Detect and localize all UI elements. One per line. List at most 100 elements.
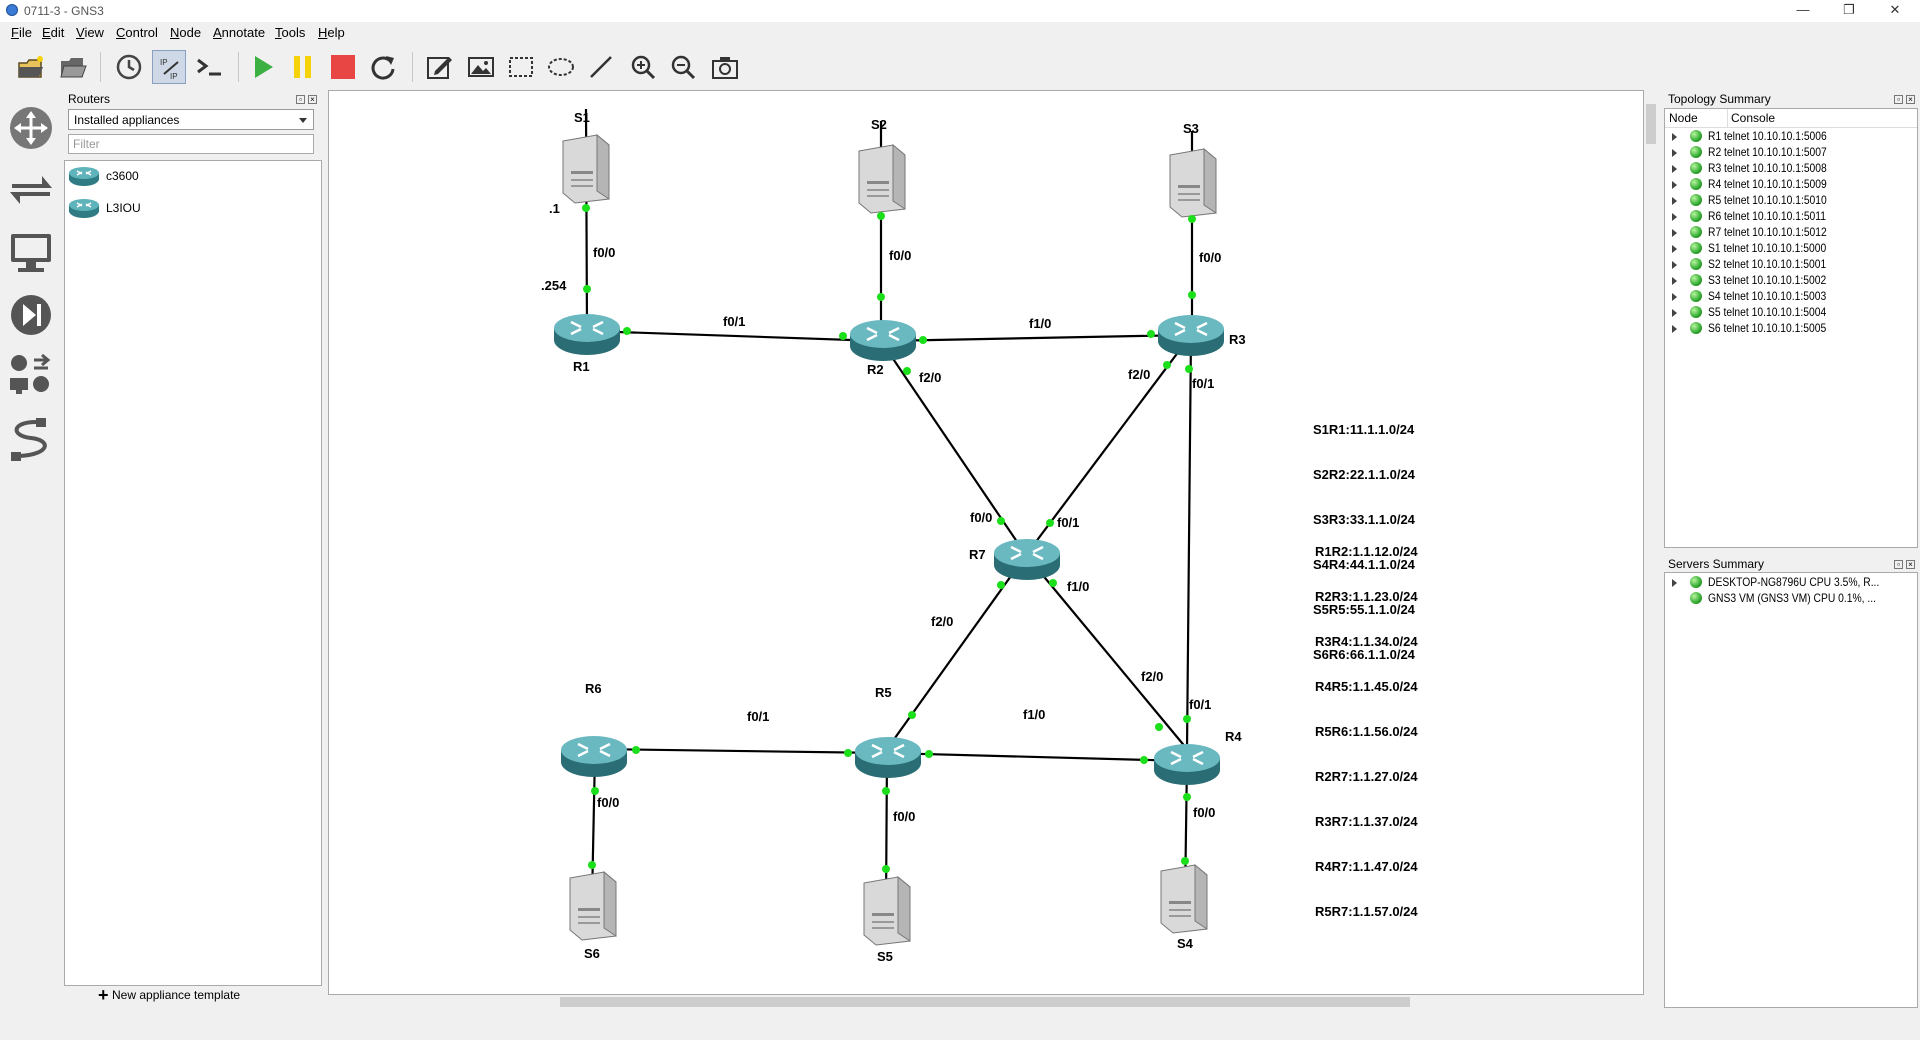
link-label-r6r5: f0/1 (747, 709, 770, 724)
console-all-icon[interactable] (192, 50, 226, 84)
tree-row-s1[interactable]: S1 telnet 10.10.10.1:5000 (1666, 240, 1912, 256)
menu-edit[interactable]: Edit (42, 25, 65, 40)
node-r5[interactable]: R5 (875, 685, 892, 700)
expand-arrow-icon[interactable] (1672, 325, 1677, 333)
status-started-icon (1690, 226, 1702, 238)
link-label-r5r4: f1/0 (1023, 707, 1046, 722)
note-server-subnets[interactable]: S1R1:11.1.1.0/24 S2R2:22.1.1.0/24 S3R3:3… (1313, 392, 1415, 692)
note-router-subnets[interactable]: R1R2:1.1.12.0/24 R2R3:1.1.23.0/24 R3R4:1… (1315, 514, 1418, 949)
scroll-thumb[interactable] (560, 997, 1410, 1007)
server-row-local[interactable]: DESKTOP-NG8796U CPU 3.5%, R... (1666, 574, 1912, 590)
screenshot-icon[interactable] (708, 50, 742, 84)
minimize-button[interactable]: — (1796, 2, 1810, 17)
expand-arrow-icon[interactable] (1672, 261, 1677, 269)
add-note-icon[interactable] (422, 50, 456, 84)
tree-row-r6[interactable]: R6 telnet 10.10.10.1:5011 (1666, 208, 1912, 224)
tree-row-r4[interactable]: R4 telnet 10.10.10.1:5009 (1666, 176, 1912, 192)
tree-row-s2[interactable]: S2 telnet 10.10.10.1:5001 (1666, 256, 1912, 272)
node-s4[interactable]: S4 (1177, 936, 1193, 951)
expand-arrow-icon[interactable] (1672, 229, 1677, 237)
node-s6[interactable]: S6 (584, 946, 600, 961)
zoom-out-icon[interactable] (666, 50, 700, 84)
appliance-item-c3600[interactable]: c3600 (68, 164, 308, 188)
reload-all-icon[interactable] (366, 50, 400, 84)
tree-row-s6[interactable]: S6 telnet 10.10.10.1:5005 (1666, 320, 1912, 336)
node-r6[interactable]: R6 (585, 681, 602, 696)
expand-arrow-icon[interactable] (1672, 293, 1677, 301)
dock-float-icon[interactable]: ▫ (296, 95, 305, 104)
node-r4[interactable]: R4 (1225, 729, 1242, 744)
expand-arrow-icon[interactable] (1672, 309, 1677, 317)
add-link-icon[interactable] (6, 414, 56, 464)
filter-input[interactable] (68, 134, 314, 154)
expand-arrow-icon[interactable] (1672, 579, 1677, 587)
expand-arrow-icon[interactable] (1672, 277, 1677, 285)
close-button[interactable]: ✕ (1889, 2, 1901, 17)
expand-arrow-icon[interactable] (1672, 181, 1677, 189)
tree-row-r5[interactable]: R5 telnet 10.10.10.1:5010 (1666, 192, 1912, 208)
note-line: S6R6:66.1.1.0/24 (1313, 647, 1415, 662)
node-r7[interactable]: R7 (969, 547, 986, 562)
server-row-gns3-vm[interactable]: GNS3 VM (GNS3 VM) CPU 0.1%, ... (1666, 590, 1912, 606)
node-r3[interactable]: R3 (1229, 332, 1246, 347)
column-header-console[interactable]: Console (1731, 111, 1776, 125)
menu-control[interactable]: Control (116, 25, 158, 40)
draw-rectangle-icon[interactable] (504, 50, 538, 84)
menu-tools[interactable]: Tools (275, 25, 306, 40)
dock-close-icon[interactable]: × (1906, 560, 1915, 569)
draw-line-icon[interactable] (584, 50, 618, 84)
routers-category-icon[interactable] (6, 103, 56, 153)
draw-ellipse-icon[interactable] (544, 50, 578, 84)
expand-arrow-icon[interactable] (1672, 213, 1677, 221)
security-devices-category-icon[interactable] (6, 290, 56, 340)
zoom-in-icon[interactable] (626, 50, 660, 84)
folder-open-icon[interactable] (56, 50, 90, 84)
canvas-horizontal-scrollbar[interactable] (328, 995, 1644, 1009)
switches-category-icon[interactable] (6, 166, 56, 216)
tree-row-s5[interactable]: S5 telnet 10.10.10.1:5004 (1666, 304, 1912, 320)
column-header-node[interactable]: Node (1669, 111, 1698, 125)
topology-canvas[interactable]: S1 S2 S3 R1 R2 R3 R7 R6 R5 R4 S6 S5 S4 .… (328, 90, 1644, 995)
tree-row-s4[interactable]: S4 telnet 10.10.10.1:5003 (1666, 288, 1912, 304)
dock-close-icon[interactable]: × (308, 95, 317, 104)
stop-all-icon[interactable] (326, 50, 360, 84)
node-s2[interactable]: S2 (871, 117, 887, 132)
dock-float-icon[interactable]: ▫ (1894, 95, 1903, 104)
menu-annotate[interactable]: Annotate (213, 25, 266, 40)
snapshot-clock-icon[interactable] (112, 50, 146, 84)
menu-view[interactable]: View (76, 25, 104, 40)
tree-row-r7[interactable]: R7 telnet 10.10.10.1:5012 (1666, 224, 1912, 240)
expand-arrow-icon[interactable] (1672, 197, 1677, 205)
appliance-item-l3iou[interactable]: L3IOU (68, 196, 308, 220)
start-all-icon[interactable] (246, 50, 280, 84)
tree-row-r3[interactable]: R3 telnet 10.10.10.1:5008 (1666, 160, 1912, 176)
node-r1[interactable]: R1 (573, 359, 590, 374)
scroll-thumb[interactable] (1646, 104, 1656, 144)
tree-row-r2[interactable]: R2 telnet 10.10.10.1:5007 (1666, 144, 1912, 160)
all-devices-category-icon[interactable] (6, 350, 56, 400)
expand-arrow-icon[interactable] (1672, 165, 1677, 173)
dock-float-icon[interactable]: ▫ (1894, 560, 1903, 569)
node-s1[interactable]: S1 (574, 110, 590, 125)
appliance-category-select[interactable]: Installed appliances (68, 109, 314, 130)
tree-row-r1[interactable]: R1 telnet 10.10.10.1:5006 (1666, 128, 1912, 144)
tree-row-s3[interactable]: S3 telnet 10.10.10.1:5002 (1666, 272, 1912, 288)
expand-arrow-icon[interactable] (1672, 149, 1677, 157)
maximize-button[interactable]: ❐ (1843, 2, 1855, 17)
menu-help[interactable]: Help (318, 25, 345, 40)
insert-image-icon[interactable] (464, 50, 498, 84)
suspend-all-icon[interactable] (286, 50, 320, 84)
menu-node[interactable]: Node (170, 25, 202, 40)
folder-new-icon[interactable] (14, 50, 48, 84)
node-s3[interactable]: S3 (1183, 121, 1199, 136)
expand-arrow-icon[interactable] (1672, 245, 1677, 253)
new-appliance-template-button[interactable]: + New appliance template (98, 985, 240, 1005)
expand-arrow-icon[interactable] (1672, 133, 1677, 141)
node-s5[interactable]: S5 (877, 949, 893, 964)
canvas-vertical-scrollbar[interactable] (1644, 90, 1658, 995)
menu-file[interactable]: File (11, 25, 32, 40)
end-devices-category-icon[interactable] (6, 228, 56, 278)
dock-close-icon[interactable]: × (1906, 95, 1915, 104)
node-r2[interactable]: R2 (867, 362, 884, 377)
